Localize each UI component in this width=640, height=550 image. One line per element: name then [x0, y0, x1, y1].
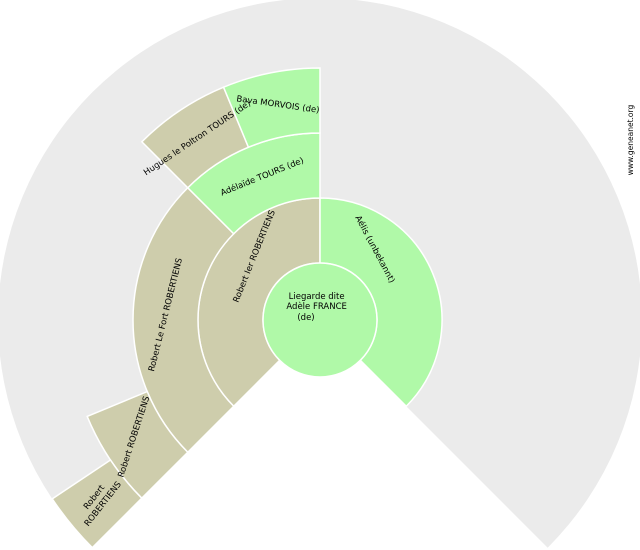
root-name-line-3: (de): [297, 313, 314, 323]
root-person-name: Liegarde dite Adèle FRANCE (de): [286, 292, 349, 323]
root-name-line-2: Adèle FRANCE: [286, 301, 347, 312]
root-person[interactable]: Liegarde dite Adèle FRANCE (de): [262, 262, 378, 378]
ancestor-segment-gg-maternal-mother[interactable]: [222, 67, 321, 149]
root-person-circle[interactable]: [262, 262, 378, 378]
watermark-text: www.geneanet.org: [626, 105, 635, 176]
ancestor-segment-ggg-father[interactable]: [51, 458, 143, 549]
ancestor-segments: [51, 67, 443, 549]
root-name-line-1: Liegarde dite: [289, 292, 345, 302]
ancestor-segment-paternal-grandfather[interactable]: [132, 186, 235, 454]
